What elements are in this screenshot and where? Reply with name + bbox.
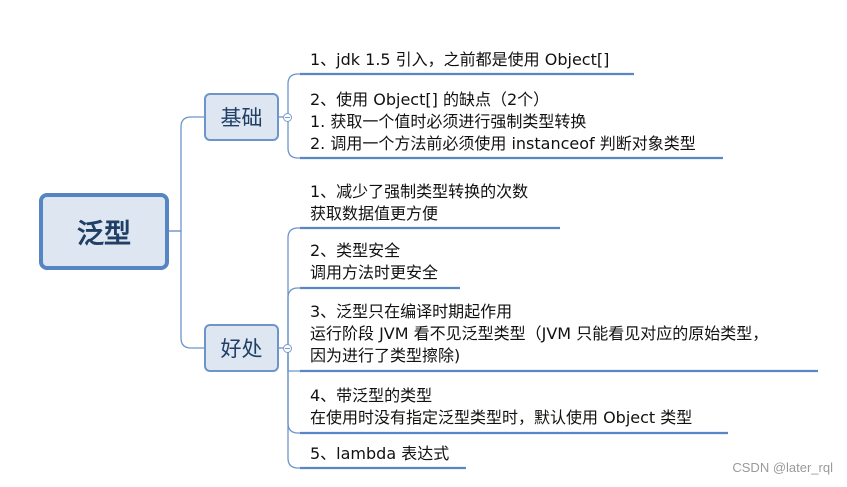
branch-node-basics[interactable]: 基础 (204, 93, 279, 141)
leaf-text-line: 1、jdk 1.5 引入，之前都是使用 Object[] (310, 50, 610, 69)
collapse-toggle-icon[interactable] (283, 113, 292, 122)
leaf-text-line: 5、lambda 表达式 (310, 444, 450, 463)
leaf-text-line: 获取数据值更方便 (310, 204, 439, 223)
branch-label: 基础 (220, 106, 263, 130)
connector-branch2-leaf4 (287, 348, 300, 434)
branch-node-benefits[interactable]: 好处 (204, 324, 279, 372)
leaf-text-line: 在使用时没有指定泛型类型时，默认使用 Object 类型 (310, 408, 693, 427)
connector-branch2-leaf5 (287, 348, 300, 469)
leaf-benefits-2[interactable]: 2、类型安全 调用方法时更安全 (310, 240, 438, 284)
leaf-benefits-1[interactable]: 1、减少了强制类型转换的次数 获取数据值更方便 (310, 181, 528, 225)
connector-branch2-leaf1 (287, 227, 300, 348)
connector-root-branch-2 (169, 230, 204, 349)
leaf-text-line: 1. 获取一个值时必须进行强制类型转换 (310, 112, 587, 131)
root-label: 泛型 (77, 219, 131, 250)
watermark: CSDN @later_rql (732, 460, 833, 475)
leaf-text-line: 2. 调用一个方法前必须使用 instanceof 判断对象类型 (310, 134, 696, 153)
leaf-text-line: 2、使用 Object[] 的缺点（2个） (310, 90, 550, 109)
connector-root-branch-1 (169, 116, 204, 232)
connector-branch1-leaf2 (287, 117, 300, 159)
leaf-benefits-3[interactable]: 3、泛型只在编译时期起作用 运行阶段 JVM 看不见泛型类型（JVM 只能看见对… (310, 301, 768, 367)
connector-branch2-leaf2 (287, 287, 300, 348)
leaf-text-line: 3、泛型只在编译时期起作用 (310, 302, 513, 321)
leaf-text-line: 运行阶段 JVM 看不见泛型类型（JVM 只能看见对应的原始类型， (310, 324, 769, 343)
leaf-benefits-4[interactable]: 4、带泛型的类型 在使用时没有指定泛型类型时，默认使用 Object 类型 (310, 385, 692, 429)
connector-branch1-leaf1 (287, 73, 300, 117)
leaf-basics-1[interactable]: 1、jdk 1.5 引入，之前都是使用 Object[] (310, 49, 609, 71)
leaf-text-line: 1、减少了强制类型转换的次数 (310, 182, 529, 201)
branch-label: 好处 (220, 337, 263, 361)
leaf-text-line: 因为进行了类型擦除) (310, 346, 461, 365)
leaf-text-line: 4、带泛型的类型 (310, 386, 433, 405)
collapse-toggle-icon[interactable] (283, 344, 292, 353)
leaf-text-line: 调用方法时更安全 (310, 263, 439, 282)
root-node[interactable]: 泛型 (39, 193, 169, 270)
leaf-basics-2[interactable]: 2、使用 Object[] 的缺点（2个） 1. 获取一个值时必须进行强制类型转… (310, 89, 696, 155)
leaf-benefits-5[interactable]: 5、lambda 表达式 (310, 443, 449, 465)
leaf-text-line: 2、类型安全 (310, 241, 401, 260)
